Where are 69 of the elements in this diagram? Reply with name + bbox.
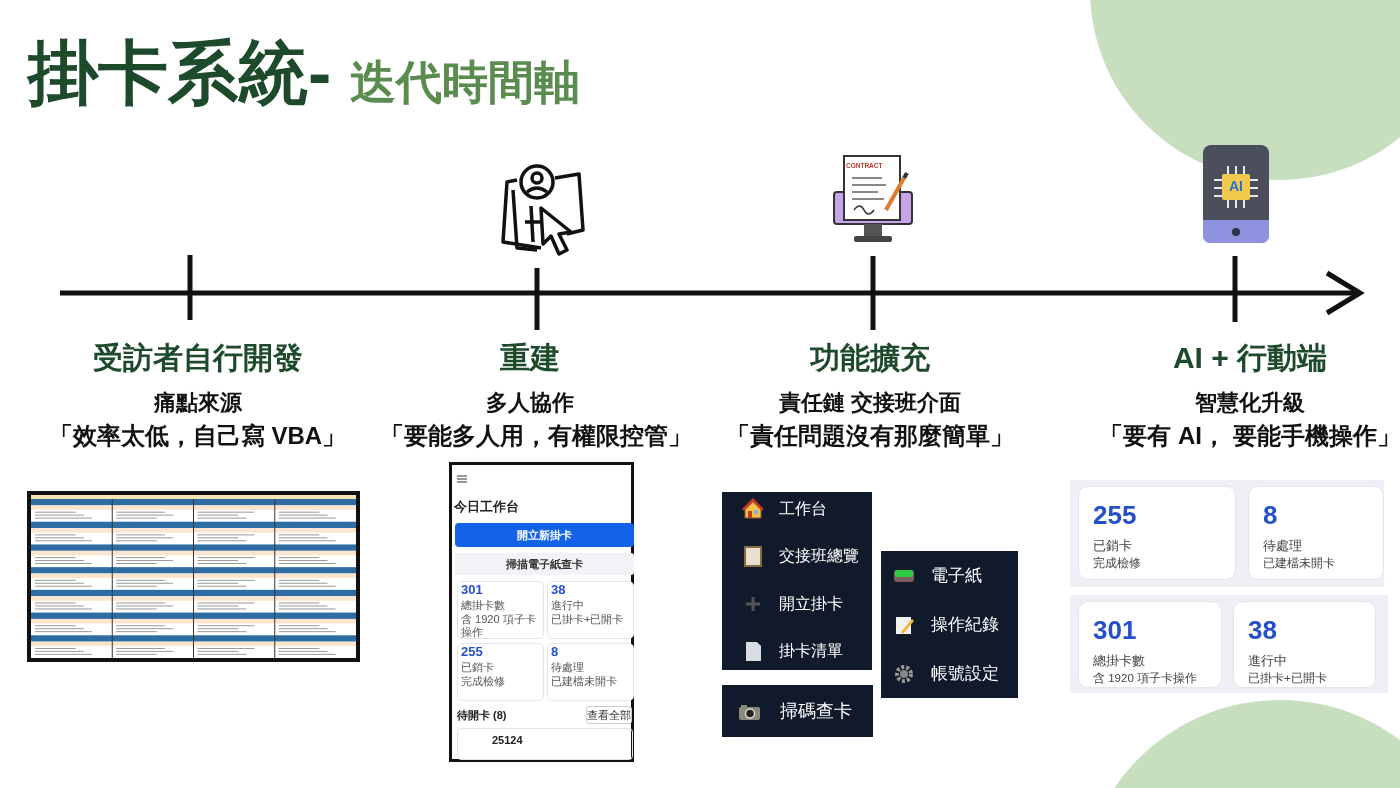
- menu-item-label: 操作紀錄: [931, 613, 999, 636]
- menu-item-label: 帳號設定: [931, 662, 999, 685]
- stat-label: 待處理: [1263, 539, 1302, 554]
- stat-value: 255: [1093, 501, 1137, 531]
- stat-value: 301: [1093, 616, 1137, 646]
- stat-note: 完成檢修: [461, 675, 506, 688]
- stat-note: 已掛卡+已開卡: [1248, 672, 1327, 686]
- list-card: [457, 728, 633, 760]
- menu-item-label: 開立掛卡: [779, 593, 843, 614]
- stat-card: [457, 581, 544, 639]
- menu-item-label: 掃碼查卡: [780, 700, 852, 724]
- stat-label: 已銷卡: [1093, 539, 1132, 554]
- milestone-title: 功能擴充: [809, 340, 931, 376]
- milestone-title: 重建: [499, 340, 561, 376]
- milestone-quote: 「要有 AI， 要能手機操作」: [1098, 421, 1400, 451]
- icon-text: AI: [1228, 178, 1244, 194]
- stat-note: 含 1920 項子卡操作: [1093, 672, 1197, 686]
- stat-card: [1078, 486, 1236, 580]
- milestone-subtitle: 多人協作: [485, 389, 575, 417]
- page-title: 掛卡系統-: [28, 33, 332, 114]
- stat-card: [1248, 486, 1384, 580]
- stat-card: [547, 581, 634, 639]
- spreadsheet-screenshot: [27, 491, 360, 662]
- stat-note: 已掛卡+已開卡: [551, 613, 625, 626]
- card-number: 25124: [492, 734, 523, 746]
- stat-value: 8: [551, 645, 559, 660]
- stat-label: 總掛卡數: [1093, 654, 1145, 669]
- button: 查看全部: [586, 706, 632, 724]
- card-background: [1070, 480, 1384, 587]
- milestone-title: 受訪者自行開發: [91, 340, 304, 376]
- stat-card: [1078, 601, 1222, 688]
- menu-item-label: 工作台: [779, 498, 827, 519]
- stat-value: 38: [1248, 616, 1277, 646]
- menu-item-label: 掛卡清單: [779, 640, 843, 661]
- stat-card: [1233, 601, 1376, 688]
- button: 開立新掛卡: [455, 523, 634, 547]
- stat-value: 255: [461, 645, 483, 660]
- stat-label: 進行中: [551, 599, 584, 612]
- stat-note: 含 1920 項子卡操作: [461, 613, 537, 639]
- menu-item-label: 交接班總覽: [779, 545, 859, 566]
- milestone-subtitle: 智慧化升級: [1194, 389, 1306, 417]
- milestone-quote: 「效率太低，自己寫 VBA」: [47, 421, 348, 451]
- milestone-title: AI + 行動端: [1171, 340, 1329, 376]
- menu-panel: [722, 492, 872, 670]
- stat-value: 8: [1263, 501, 1278, 531]
- stat-card: [547, 643, 634, 701]
- menu-panel: [881, 551, 1018, 698]
- stat-note: 完成檢修: [1093, 557, 1141, 571]
- screen-text: 今日工作台: [454, 498, 519, 516]
- phone-screenshot: [449, 462, 634, 762]
- stat-label: 進行中: [1248, 654, 1287, 669]
- menu-panel: [722, 685, 873, 737]
- menu-item-label: 電子紙: [931, 564, 982, 587]
- stat-label: 總掛卡數: [461, 599, 505, 612]
- card-background: [1070, 595, 1388, 693]
- stat-note: 已建檔未開卡: [551, 675, 618, 688]
- button: 掃描電子紙查卡: [455, 553, 634, 575]
- stat-card: [457, 643, 544, 701]
- milestone-subtitle: 責任鏈 交接班介面: [777, 389, 963, 417]
- page-subtitle: 迭代時間軸: [350, 55, 580, 110]
- milestone-quote: 「要能多人用，有權限控管」: [380, 421, 680, 451]
- stat-label: 待處理: [551, 661, 584, 674]
- stat-label: 已銷卡: [461, 661, 494, 674]
- screen-text: 待開卡 (8): [457, 708, 507, 723]
- milestone-quote: 「責任問題沒有那麼簡單」: [725, 421, 1015, 451]
- stat-value: 301: [461, 583, 483, 598]
- stat-value: 38: [551, 583, 566, 598]
- stat-note: 已建檔未開卡: [1263, 557, 1335, 571]
- milestone-subtitle: 痛點來源: [152, 389, 243, 417]
